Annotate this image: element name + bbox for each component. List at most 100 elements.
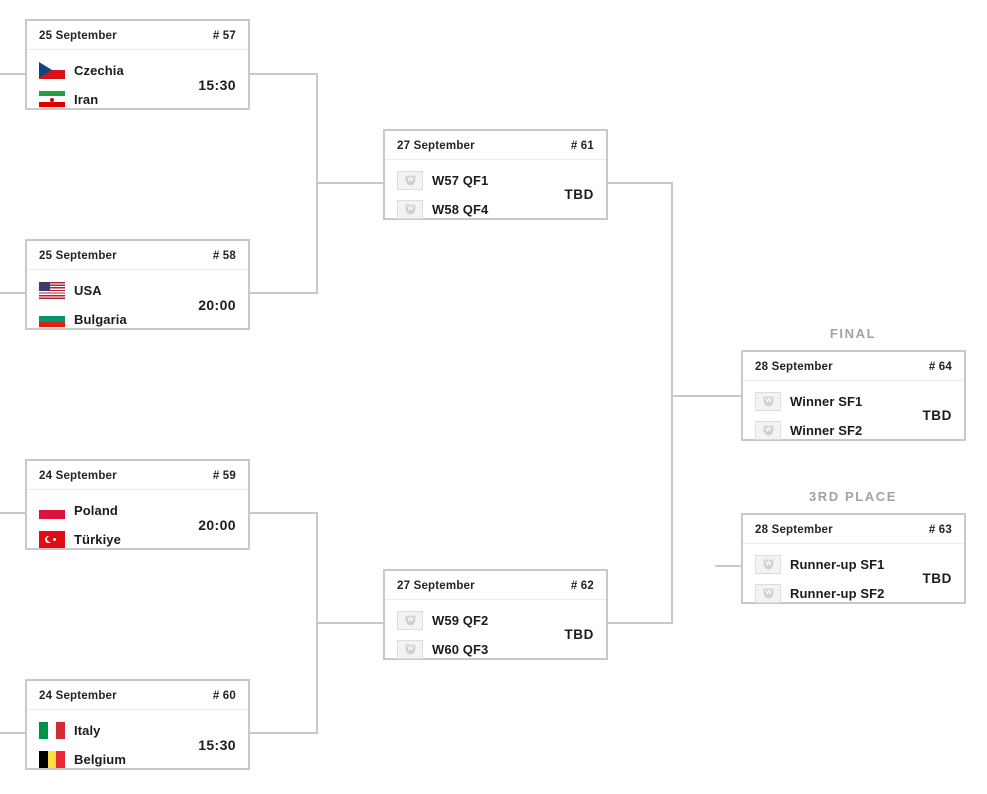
crest-placeholder-icon — [397, 170, 423, 190]
flag-czechia-icon — [39, 61, 65, 79]
team-row[interactable]: Türkiye — [39, 527, 188, 551]
team-name: W59 QF2 — [432, 612, 489, 628]
match-result: TBD — [922, 571, 952, 586]
team-row[interactable]: W57 QF1 — [397, 168, 554, 192]
match-number: # 59 — [212, 470, 236, 482]
match-number: # 63 — [928, 524, 952, 536]
team-row[interactable]: Runner-up SF2 — [755, 581, 912, 605]
crest-placeholder-icon — [755, 554, 781, 574]
team-name: Winner SF2 — [790, 422, 863, 438]
match-date: 25 September — [39, 250, 117, 262]
connector-qf3-out — [250, 512, 318, 514]
crest-placeholder-icon — [755, 420, 781, 440]
connector-qf2-out — [250, 292, 318, 294]
connector-sf2-in — [316, 622, 384, 624]
match-card-sf1[interactable]: 27 September # 61 W57 QF1 W58 QF4 TBD — [383, 129, 608, 220]
team-list: W59 QF2 W60 QF3 — [397, 608, 554, 661]
team-name: USA — [74, 282, 102, 298]
team-row[interactable]: Iran — [39, 87, 188, 111]
team-row[interactable]: W60 QF3 — [397, 637, 554, 661]
match-result: 15:30 — [198, 76, 236, 93]
team-row[interactable]: Italy — [39, 718, 188, 742]
connector-sf1-out — [607, 182, 673, 184]
match-number: # 60 — [212, 690, 236, 702]
flag-turkiye-icon — [39, 530, 65, 548]
match-number: # 62 — [570, 580, 594, 592]
team-name: Italy — [74, 722, 101, 738]
connector-stub-qf3 — [0, 512, 26, 514]
team-row[interactable]: Belgium — [39, 747, 188, 771]
team-list: Winner SF1 Winner SF2 — [755, 389, 912, 442]
match-date: 27 September — [397, 140, 475, 152]
caption-final: FINAL — [829, 326, 877, 341]
match-body: Poland Türkiye 20:00 — [27, 490, 248, 561]
crest-placeholder-icon — [397, 199, 423, 219]
team-name: Iran — [74, 91, 99, 107]
match-date: 25 September — [39, 30, 117, 42]
match-body: Czechia Iran 15:30 — [27, 50, 248, 121]
match-card-qf4[interactable]: 24 September # 60 Italy — [25, 679, 250, 770]
match-result: TBD — [922, 408, 952, 423]
caption-third-place: 3RD PLACE — [808, 489, 898, 504]
team-row[interactable]: Winner SF1 — [755, 389, 912, 413]
team-row[interactable]: Runner-up SF1 — [755, 552, 912, 576]
team-name: Runner-up SF2 — [790, 585, 885, 601]
match-number: # 58 — [212, 250, 236, 262]
team-row[interactable]: Winner SF2 — [755, 418, 912, 442]
team-list: Italy Belgium — [39, 718, 188, 771]
team-name: Czechia — [74, 62, 124, 78]
team-row[interactable]: USA — [39, 278, 188, 302]
team-name: W58 QF4 — [432, 201, 489, 217]
match-card-qf2[interactable]: 25 September # 58 USA — [25, 239, 250, 330]
flag-bulgaria-icon — [39, 310, 65, 328]
crest-placeholder-icon — [397, 610, 423, 630]
team-list: Runner-up SF1 Runner-up SF2 — [755, 552, 912, 605]
match-header: 28 September # 64 — [743, 352, 964, 381]
match-card-third-place[interactable]: 28 September # 63 Runner-up SF1 Runner-u… — [741, 513, 966, 604]
match-result: TBD — [564, 627, 594, 642]
match-result: 20:00 — [198, 516, 236, 533]
match-number: # 57 — [212, 30, 236, 42]
team-list: Czechia Iran — [39, 58, 188, 111]
match-number: # 61 — [570, 140, 594, 152]
match-date: 24 September — [39, 470, 117, 482]
team-row[interactable]: Poland — [39, 498, 188, 522]
match-header: 28 September # 63 — [743, 515, 964, 544]
match-body: Runner-up SF1 Runner-up SF2 TBD — [743, 544, 964, 615]
crest-placeholder-icon — [755, 391, 781, 411]
connector-qf4-out — [250, 732, 318, 734]
match-header: 27 September # 62 — [385, 571, 606, 600]
team-row[interactable]: Czechia — [39, 58, 188, 82]
match-result: TBD — [564, 187, 594, 202]
flag-iran-icon — [39, 90, 65, 108]
connector-third-place-in — [715, 565, 741, 567]
connector-final-bridge — [671, 182, 673, 624]
match-date: 24 September — [39, 690, 117, 702]
team-row[interactable]: W59 QF2 — [397, 608, 554, 632]
flag-poland-icon — [39, 501, 65, 519]
team-list: USA Bulgaria — [39, 278, 188, 331]
connector-stub-qf1 — [0, 73, 26, 75]
match-header: 27 September # 61 — [385, 131, 606, 160]
match-body: W59 QF2 W60 QF3 TBD — [385, 600, 606, 671]
match-header: 24 September # 59 — [27, 461, 248, 490]
match-card-sf2[interactable]: 27 September # 62 W59 QF2 W60 QF3 TBD — [383, 569, 608, 660]
match-body: Winner SF1 Winner SF2 TBD — [743, 381, 964, 452]
match-card-qf1[interactable]: 25 September # 57 Czechia — [25, 19, 250, 110]
connector-stub-qf4 — [0, 732, 26, 734]
match-date: 28 September — [755, 524, 833, 536]
team-name: Bulgaria — [74, 311, 127, 327]
match-card-final[interactable]: 28 September # 64 Winner SF1 Winner SF2 — [741, 350, 966, 441]
team-name: W57 QF1 — [432, 172, 489, 188]
team-name: Belgium — [74, 751, 126, 767]
flag-italy-icon — [39, 721, 65, 739]
match-card-qf3[interactable]: 24 September # 59 Poland — [25, 459, 250, 550]
team-row[interactable]: W58 QF4 — [397, 197, 554, 221]
team-row[interactable]: Bulgaria — [39, 307, 188, 331]
match-header: 25 September # 58 — [27, 241, 248, 270]
match-result: 20:00 — [198, 296, 236, 313]
match-header: 24 September # 60 — [27, 681, 248, 710]
team-name: Winner SF1 — [790, 393, 863, 409]
match-body: Italy Belgium 15:30 — [27, 710, 248, 781]
